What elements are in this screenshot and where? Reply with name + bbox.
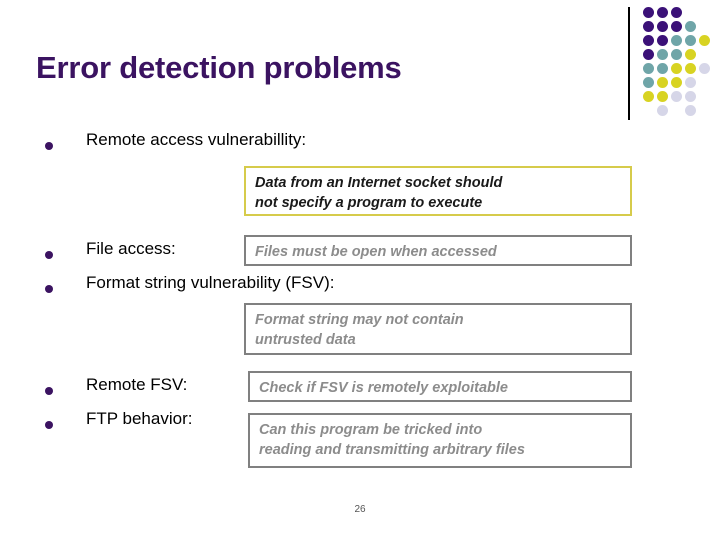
decorative-dot: [685, 77, 696, 88]
decorative-dot: [671, 63, 682, 74]
bullet-label-format-string: Format string vulnerability (FSV):: [86, 273, 335, 292]
ftp-behavior-callout: Can this program be tricked into reading…: [248, 413, 632, 468]
decorative-dot: [657, 105, 668, 116]
decorative-dot: [643, 35, 654, 46]
decorative-dot: [643, 7, 654, 18]
decorative-dot: [643, 77, 654, 88]
decorative-dot: [685, 91, 696, 102]
bullet-label-file-access: File access:: [86, 239, 176, 258]
callout-line: Can this program be tricked into: [259, 422, 483, 438]
decorative-dot: [657, 91, 668, 102]
decorative-dot: [643, 63, 654, 74]
callout-line: Check if FSV is remotely exploitable: [259, 380, 508, 396]
decorative-dot-grid: [643, 7, 715, 122]
decorative-dot: [685, 105, 696, 116]
decorative-dot: [671, 35, 682, 46]
decorative-dot: [657, 7, 668, 18]
bullet-marker-format-string: [45, 285, 53, 293]
bullet-marker-remote-fsv: [45, 387, 53, 395]
decorative-dot: [671, 49, 682, 60]
decorative-dot: [643, 21, 654, 32]
callout-line: Data from an Internet socket should: [255, 175, 503, 191]
callout-line: Format string may not contain: [255, 312, 464, 328]
decorative-dot: [643, 91, 654, 102]
decorative-dot: [685, 63, 696, 74]
bullet-marker-remote-access: [45, 142, 53, 150]
decorative-dot: [685, 49, 696, 60]
decorative-dot: [671, 77, 682, 88]
callout-line: not specify a program to execute: [255, 195, 483, 211]
decorative-dot: [657, 77, 668, 88]
decorative-dot: [699, 35, 710, 46]
decorative-dot: [685, 35, 696, 46]
callout-line: untrusted data: [255, 332, 356, 348]
bullet-label-ftp-behavior: FTP behavior:: [86, 409, 193, 428]
bullet-marker-ftp-behavior: [45, 421, 53, 429]
page-number: 26: [354, 504, 366, 515]
file-access-callout: Files must be open when accessed: [244, 235, 632, 266]
format-string-callout: Format string may not contain untrusted …: [244, 303, 632, 355]
bullet-label-remote-access: Remote access vulnerabillity:: [86, 130, 307, 149]
remote-fsv-callout: Check if FSV is remotely exploitable: [248, 371, 632, 402]
decorative-dot: [657, 63, 668, 74]
decorative-dot: [657, 35, 668, 46]
decorative-dot: [657, 49, 668, 60]
decorative-dot: [671, 91, 682, 102]
decorative-vertical-rule: [628, 7, 630, 120]
decorative-dot: [643, 49, 654, 60]
decorative-dot: [671, 7, 682, 18]
page-title: Error detection problems: [36, 50, 402, 85]
decorative-dot: [671, 21, 682, 32]
decorative-dot: [699, 63, 710, 74]
bullet-label-remote-fsv: Remote FSV:: [86, 375, 188, 394]
callout-line: Files must be open when accessed: [255, 244, 497, 260]
decorative-dot: [657, 21, 668, 32]
remote-access-callout: Data from an Internet socket should not …: [244, 166, 632, 216]
bullet-marker-file-access: [45, 251, 53, 259]
callout-line: reading and transmitting arbitrary files: [259, 442, 525, 458]
decorative-dot: [685, 21, 696, 32]
